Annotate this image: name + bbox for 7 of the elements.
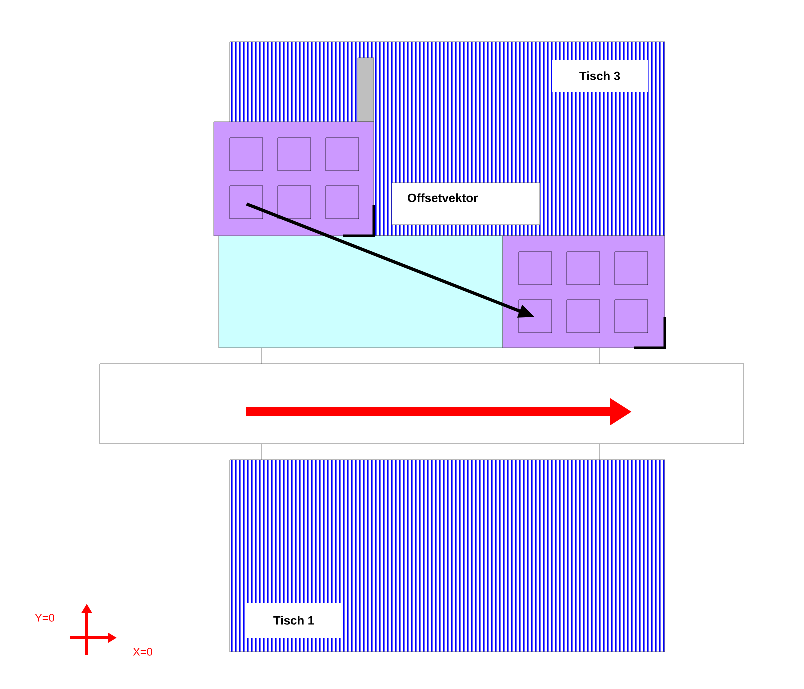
axis-label: X=0 (133, 648, 152, 656)
text-box: Offsetvektor (392, 182, 540, 226)
part-drawing (502, 236, 666, 350)
part-drawing (214, 122, 376, 238)
table-label: Tisch 1 (246, 603, 342, 638)
axis-label: Y=0 (35, 614, 54, 622)
table-label: Tisch 3 (552, 60, 648, 92)
